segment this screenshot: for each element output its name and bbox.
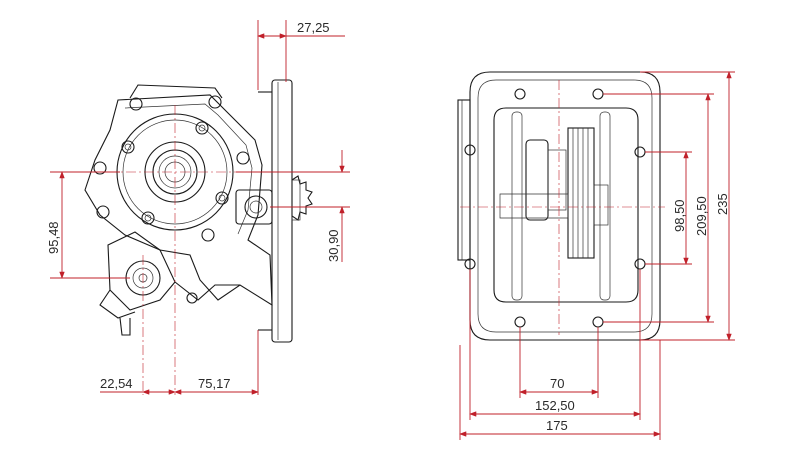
dim-label-70: 70 — [550, 376, 564, 391]
inner-opening — [493, 107, 639, 303]
left-view: 27,25 95,48 30,90 22,54 — [46, 20, 350, 395]
dim-label-152-50: 152,50 — [535, 398, 575, 413]
dim-175: 175 — [459, 340, 661, 440]
dim-27-25: 27,25 — [257, 20, 345, 90]
dim-label-75-17: 75,17 — [198, 376, 231, 391]
dim-70: 70 — [519, 327, 599, 398]
right-view: 98,50 209,50 235 70 152,50 — [457, 71, 735, 440]
dim-209-50: 209,50 — [603, 93, 714, 323]
dim-label-27-25: 27,25 — [297, 20, 330, 35]
dim-95-48: 95,48 — [46, 171, 130, 279]
mounting-flange — [258, 79, 293, 343]
dim-98-50: 98,50 — [645, 151, 692, 265]
dim-235: 235 — [640, 71, 735, 341]
dim-label-98-50: 98,50 — [672, 199, 687, 232]
housing-body — [84, 84, 273, 307]
shift-boss — [235, 189, 273, 225]
dim-label-209-50: 209,50 — [694, 196, 709, 236]
dim-label-22-54: 22,54 — [100, 376, 133, 391]
dim-30-90: 30,90 — [236, 150, 350, 262]
internal-gears — [499, 127, 609, 259]
dim-label-175: 175 — [546, 418, 568, 433]
dim-label-95-48: 95,48 — [46, 221, 61, 254]
dim-label-30-90: 30,90 — [326, 229, 341, 262]
dim-152-50: 152,50 — [469, 269, 641, 420]
front-bolt-holes — [464, 88, 646, 328]
actuator — [99, 231, 240, 336]
dim-label-235: 235 — [715, 193, 730, 215]
dim-bottom-left: 22,54 75,17 — [100, 330, 259, 395]
drive-gear — [291, 175, 313, 221]
